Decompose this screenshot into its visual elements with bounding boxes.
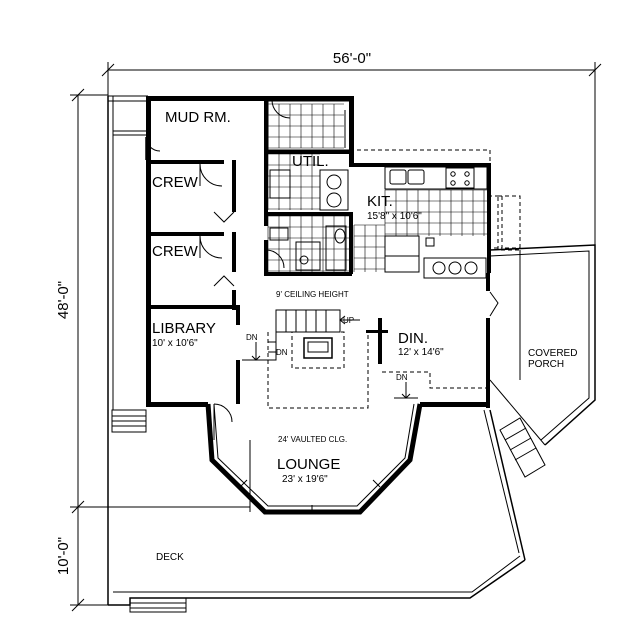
lounge-label: LOUNGE — [277, 456, 340, 473]
lounge-walls — [205, 403, 423, 515]
overall-depth-label: 48'-0" — [55, 281, 72, 319]
exterior-walls — [146, 96, 491, 408]
covered-porch — [489, 244, 596, 478]
deck-label: DECK — [156, 552, 184, 563]
kitchen-fixtures — [384, 166, 503, 279]
stairs — [242, 309, 418, 399]
stair-up-label: UP — [343, 316, 354, 325]
deck — [108, 409, 526, 613]
crew-1-label: CREW — [152, 174, 199, 191]
dimension-lines — [70, 62, 602, 612]
fireplace — [303, 337, 333, 359]
bath-fixtures — [269, 225, 347, 271]
deck-depth-label: 10'-0" — [55, 537, 72, 575]
kitchen-label: KIT. — [367, 193, 393, 210]
vaulted-ceiling-note: 24' VAULTED CLG. — [278, 435, 347, 444]
overall-width-label: 56'-0" — [333, 50, 371, 67]
kitchen-tiles — [353, 189, 487, 272]
stair-down-label-1: DN — [246, 333, 258, 342]
interior-walls — [148, 96, 388, 404]
mudroom-details — [267, 100, 351, 151]
lounge-size: 23' x 19'6" — [282, 474, 328, 485]
util-tiles — [267, 103, 349, 272]
dashed-outlines — [267, 149, 521, 409]
stair-down-label-2: DN — [276, 348, 288, 357]
stair-down-label-3: DN — [396, 373, 408, 382]
covered-porch-label-2: PORCH — [528, 359, 564, 370]
dining-label: DIN. — [398, 330, 428, 347]
kitchen-size: 15'8" x 10'6" — [367, 211, 422, 222]
dining-size: 12' x 14'6" — [398, 347, 444, 358]
left-porch — [107, 95, 161, 605]
library-size: 10' x 10'6" — [152, 338, 198, 349]
util-label: UTIL. — [292, 153, 329, 170]
ceiling-height-note: 9' CEILING HEIGHT — [276, 290, 349, 299]
library-label: LIBRARY — [152, 320, 216, 337]
washer-dryer — [269, 169, 349, 211]
mud-room-label: MUD RM. — [165, 109, 231, 126]
crew-2-label: CREW — [152, 243, 199, 260]
covered-porch-label-1: COVERED — [528, 348, 577, 359]
